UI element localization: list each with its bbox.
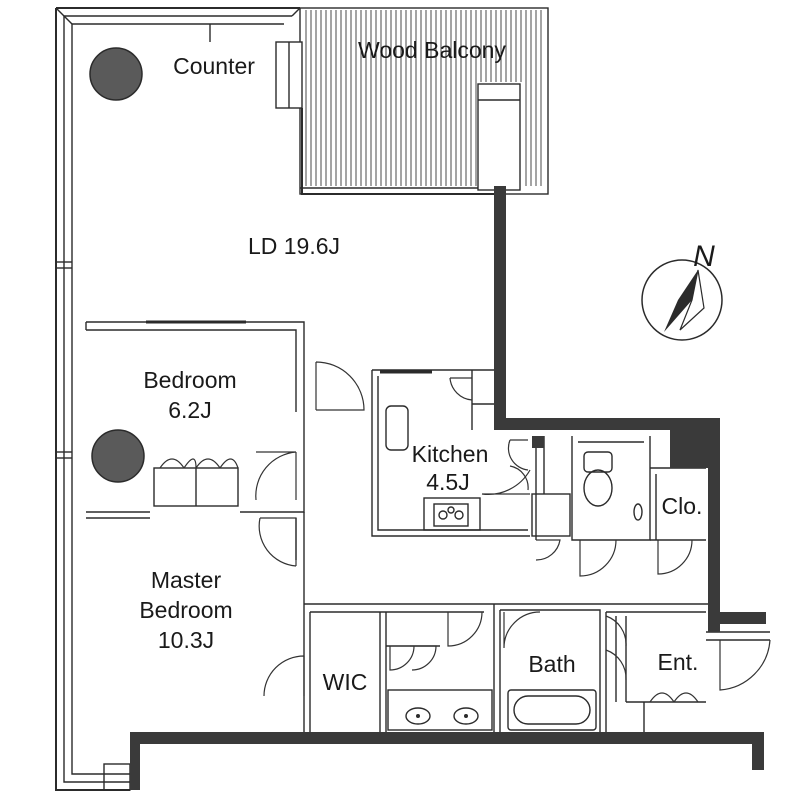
- balcony-slats: [305, 10, 542, 186]
- label-master-line1: Master: [151, 567, 222, 593]
- label-master-line2: Bedroom: [139, 597, 232, 623]
- label-ld: LD 19.6J: [248, 233, 340, 259]
- label-entrance: Ent.: [658, 649, 699, 675]
- exterior-window-band: [55, 7, 301, 791]
- label-wic: WIC: [323, 669, 368, 695]
- stove: [433, 503, 469, 527]
- label-bedroom-size: 6.2J: [168, 397, 211, 423]
- toilet-tank: [583, 451, 613, 473]
- structural-column: [89, 47, 143, 101]
- fixtures: [153, 405, 643, 731]
- label-counter: Counter: [173, 53, 255, 79]
- wash-basin: [405, 707, 431, 725]
- bathtub: [507, 689, 597, 731]
- label-kitchen-size: 4.5J: [426, 469, 469, 495]
- label-bath: Bath: [528, 651, 575, 677]
- label-master-size: 10.3J: [158, 627, 214, 653]
- room-labels: Counter Wood Balcony LD 19.6J Bedroom 6.…: [139, 37, 702, 695]
- toilet-bowl: [583, 469, 613, 507]
- door-swings: [255, 361, 771, 703]
- wood-balcony: [275, 7, 549, 195]
- outdoor-unit: [477, 83, 521, 191]
- label-closet: Clo.: [662, 493, 703, 519]
- sink: [385, 405, 409, 451]
- wash-basin: [453, 707, 479, 725]
- label-kitchen-name: Kitchen: [412, 441, 489, 467]
- north-arrow-icon: [664, 270, 698, 332]
- compass-label: N: [693, 240, 715, 273]
- structural-walls: [130, 186, 766, 790]
- north-compass: N: [641, 240, 723, 341]
- structural-column: [91, 429, 145, 483]
- label-bedroom-name: Bedroom: [143, 367, 236, 393]
- label-wood-balcony: Wood Balcony: [358, 37, 506, 63]
